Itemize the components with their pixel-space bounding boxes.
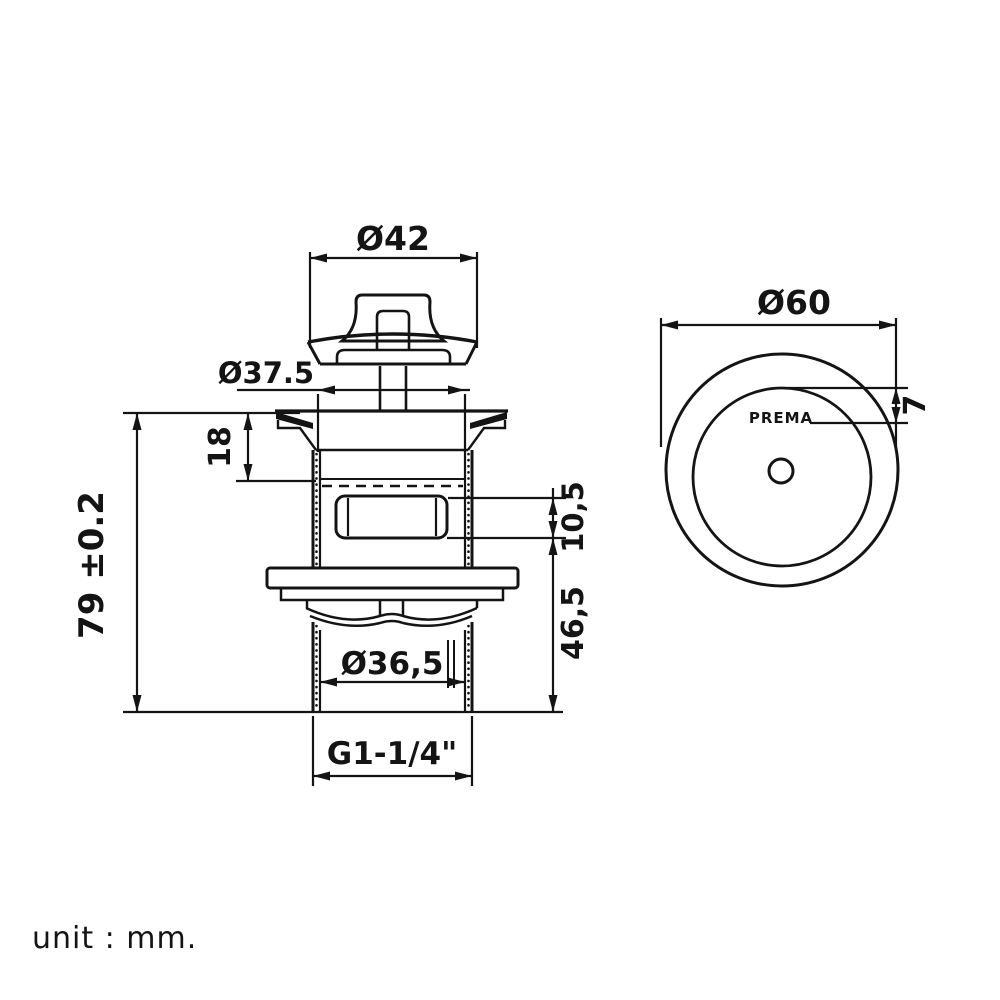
overflow-slot-inner-lines (346, 498, 438, 536)
dim-arrow (243, 413, 253, 430)
dim-plug-diameter-label: Ø37.5 (218, 356, 314, 390)
dim-arrow (448, 385, 465, 395)
dim-arrow (318, 385, 335, 395)
dim-face-diameter-lines (659, 318, 898, 447)
dim-rim-width-label: 7 (898, 395, 933, 416)
dim-arrow (320, 677, 337, 687)
locknut-facet-curve-1 (305, 606, 478, 621)
upper-body-inner-walls (318, 450, 467, 568)
plug-cap-right-edge (464, 341, 479, 365)
dim-arrow (891, 388, 901, 404)
dim-overall-height-lines (123, 411, 563, 714)
front-view-dimensions: Ø42 Ø37.5 79 ±0.2 18 10,5 46,5 Ø36,5 (72, 219, 591, 786)
dim-overall-height-label: 79 ±0.2 (72, 491, 112, 639)
dim-arrow (548, 538, 558, 555)
gasket-wedge-right (470, 412, 507, 429)
dim-cap-diameter-lines (308, 252, 479, 348)
dim-arrow (448, 677, 465, 687)
upper-body-outer-walls (311, 450, 474, 568)
dim-thread-size-lines (311, 716, 474, 786)
dim-arrow (460, 253, 477, 263)
dim-plug-diameter-lines (237, 388, 470, 452)
dim-face-diameter-label: Ø60 (757, 283, 831, 322)
dim-arrow (891, 407, 901, 423)
locknut-facet-dividers (378, 600, 405, 615)
dim-arrow (310, 253, 327, 263)
dim-thread-size-label: G1-1/4" (327, 736, 458, 772)
unit-note: unit : mm. (32, 921, 197, 956)
dim-tail-length-label: 46,5 (556, 586, 591, 660)
top-view: PREMA (664, 352, 900, 588)
dim-arrow (132, 413, 142, 430)
dim-overflow-slot-height-label: 10,5 (556, 481, 590, 553)
plug-knob-inner (375, 309, 411, 349)
dim-arrow (548, 498, 558, 515)
dim-arrow (313, 771, 330, 781)
plug-cap-dome-arc (307, 332, 478, 344)
top-view-dimensions: Ø60 7 (659, 283, 933, 447)
plug-cap-lower-disc (335, 348, 452, 364)
dim-arrow (548, 695, 558, 712)
dim-arrow (879, 320, 896, 330)
dim-arrow (455, 771, 472, 781)
brand-mark: PREMA (749, 409, 813, 427)
tail-pipe-inner-walls (318, 630, 467, 711)
overflow-slot (334, 494, 449, 540)
locknut-facet-curve-2 (309, 614, 473, 628)
locknut-sides (305, 600, 479, 608)
tail-pipe-outer-walls (311, 622, 474, 711)
front-view (265, 293, 520, 711)
flange-skirt-right (467, 420, 507, 451)
top-view-outer-circle (664, 352, 900, 588)
plug-stem (378, 366, 408, 410)
tail-thread-stipple (315, 624, 470, 710)
locknut-step-plate (279, 586, 505, 602)
dim-arrow (132, 695, 142, 712)
dim-rim-width-lines (788, 386, 908, 425)
dim-arrow (243, 464, 253, 481)
plug-knob-outline (337, 293, 449, 343)
locknut-flange-plate (265, 566, 520, 590)
gasket-wedge-left (276, 412, 313, 429)
dim-flange-depth-label: 18 (203, 426, 238, 468)
top-view-center-hole (767, 457, 795, 485)
dim-arrow (548, 521, 558, 538)
dim-cap-diameter-label: Ø42 (356, 219, 430, 258)
dim-arrow (661, 320, 678, 330)
dim-tail-diameter-label: Ø36,5 (341, 646, 444, 682)
flange-skirt-left (276, 420, 317, 451)
top-view-inner-rim-circle (691, 386, 873, 568)
upper-thread-stipple (315, 452, 470, 567)
